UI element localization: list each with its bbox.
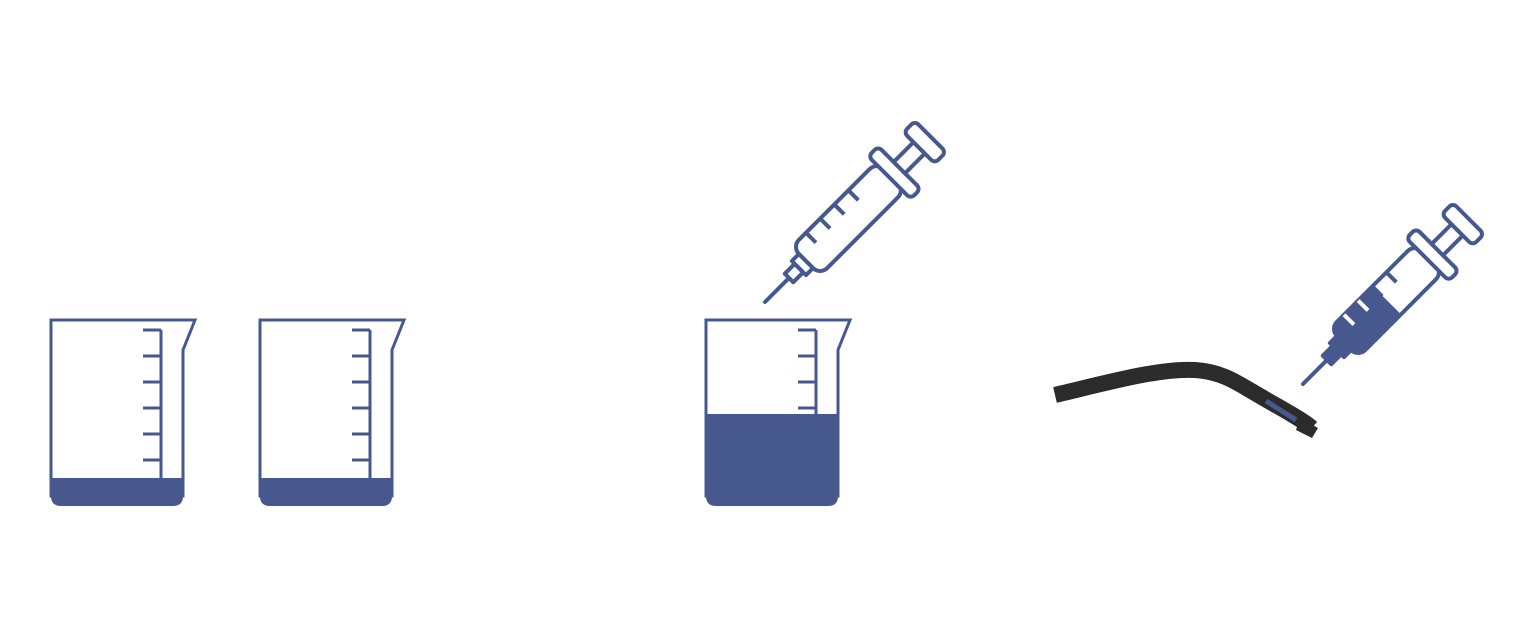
- syringe-barrel: [794, 164, 903, 273]
- syringe-filled-icon: [1301, 203, 1484, 386]
- syringe-needle: [1301, 357, 1330, 386]
- beaker-2: [258, 318, 406, 506]
- syringe-icon: [763, 121, 946, 304]
- tube: [1053, 361, 1318, 438]
- beaker-1: [49, 318, 197, 506]
- syringe-needle: [763, 275, 792, 304]
- beaker-liquid: [260, 478, 392, 506]
- beaker-liquid: [706, 414, 838, 506]
- tube-injected-dye: [1264, 398, 1298, 423]
- syringe-liquid: [1332, 285, 1402, 355]
- beaker-liquid: [51, 478, 183, 506]
- beaker-3: [704, 318, 853, 506]
